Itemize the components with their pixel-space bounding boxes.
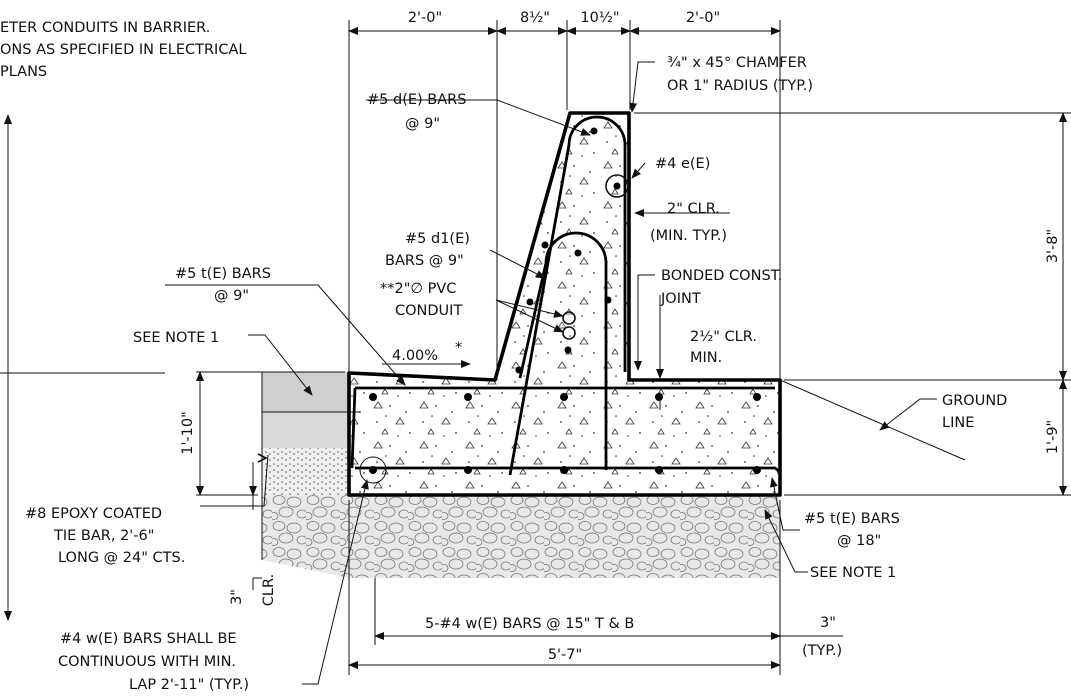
note-line-3: PLANS	[0, 64, 47, 80]
dim-1-9: 1'-9"	[1045, 420, 1061, 454]
rebar-dots	[369, 127, 761, 474]
slope-label: 4.00%	[392, 348, 438, 364]
typ-3-label: 3"	[820, 615, 836, 631]
chamfer-label-2: OR 1" RADIUS (TYP.)	[667, 78, 813, 94]
t-bar-bottom	[355, 466, 781, 474]
ground-line-label-2: LINE	[942, 415, 974, 431]
dim-3-clr: 3"	[229, 589, 245, 605]
clr2-label-1: 2" CLR.	[667, 201, 720, 217]
dim-3-8: 3'-8"	[1045, 229, 1061, 263]
note-line-2: ONS AS SPECIFIED IN ELECTRICAL	[0, 42, 246, 58]
barrier-concrete	[349, 113, 780, 495]
t-bars-label-2: @ 9"	[214, 288, 249, 304]
t18-label-1: #5 t(E) BARS	[804, 511, 900, 527]
pvc-label-1: **2"∅ PVC	[380, 281, 456, 297]
dim-2ft-left: 2'-0"	[408, 10, 442, 26]
tie-bar-label-3: LONG @ 24" CTS.	[58, 550, 185, 566]
see-note-left: SEE NOTE 1	[133, 330, 219, 346]
tie-bar-label-2: TIE BAR, 2'-6"	[53, 528, 154, 544]
extension-lines	[196, 20, 1071, 675]
tie-bar-label-1: #8 EPOXY COATED	[25, 506, 162, 522]
bonded-label-1: BONDED CONST.	[661, 268, 782, 284]
dim-2ft-right: 2'-0"	[686, 10, 720, 26]
leader-lines	[165, 61, 937, 685]
pvc-label-2: CONDUIT	[395, 303, 462, 319]
dim-1-10: 1'-10"	[180, 411, 196, 455]
dim-5-7: 5'-7"	[548, 647, 582, 663]
ground-line	[779, 379, 966, 461]
gravel-base-left	[262, 495, 349, 578]
d1-bar	[518, 231, 608, 470]
typ-word-label: (TYP.)	[802, 643, 842, 659]
e-bar-callout-circle	[605, 174, 629, 198]
dim-8-5: 8½"	[520, 10, 550, 26]
pvc-conduit-1	[562, 311, 576, 325]
ground-line-label-1: GROUND	[942, 393, 1007, 409]
chamfer-label-1: ¾" x 45° CHAMFER	[667, 55, 807, 71]
w-continuous-label-3: LAP 2'-11" (TYP.)	[129, 677, 249, 693]
grey-pavement-wedge	[262, 372, 349, 412]
dimension-lines	[4, 27, 1067, 669]
gravel-base-right	[349, 495, 780, 578]
e-bar-label: #4 e(E)	[655, 156, 710, 172]
sand-layer	[262, 448, 349, 495]
break-symbol	[257, 453, 268, 463]
dim-10-5: 10½"	[580, 10, 619, 26]
w-bars-label: 5-#4 w(E) BARS @ 15" T & B	[425, 616, 634, 632]
w-bar-callout-circle	[359, 456, 387, 484]
clr-word: CLR.	[261, 574, 277, 606]
d1-label-2: BARS @ 9"	[385, 253, 464, 269]
grey-taper	[262, 412, 349, 448]
see-note-right: SEE NOTE 1	[810, 565, 896, 581]
d-bars-label-2: @ 9"	[405, 116, 440, 132]
clr25-label-2: MIN.	[690, 350, 722, 366]
t-bar-left-hook	[350, 387, 357, 469]
barrier-outline	[347, 111, 782, 497]
t18-label-2: @ 18"	[837, 533, 881, 549]
note-line-1: ETER CONDUITS IN BARRIER.	[0, 20, 210, 36]
d1-label-1: #5 d1(E)	[405, 231, 470, 247]
w-continuous-label-2: CONTINUOUS WITH MIN.	[58, 654, 236, 670]
d-bars-label-1: #5 d(E) BARS	[367, 92, 466, 108]
t-bars-label-1: #5 t(E) BARS	[175, 266, 271, 282]
clr25-label-1: 2½" CLR.	[690, 329, 757, 345]
clr2-label-2: (MIN. TYP.)	[650, 228, 727, 244]
w-continuous-label-1: #4 w(E) BARS SHALL BE	[60, 631, 237, 647]
bonded-label-2: JOINT	[660, 291, 701, 307]
slope-asterisk: *	[455, 340, 462, 356]
pvc-conduit-2	[562, 326, 576, 340]
d-bar	[508, 115, 627, 476]
